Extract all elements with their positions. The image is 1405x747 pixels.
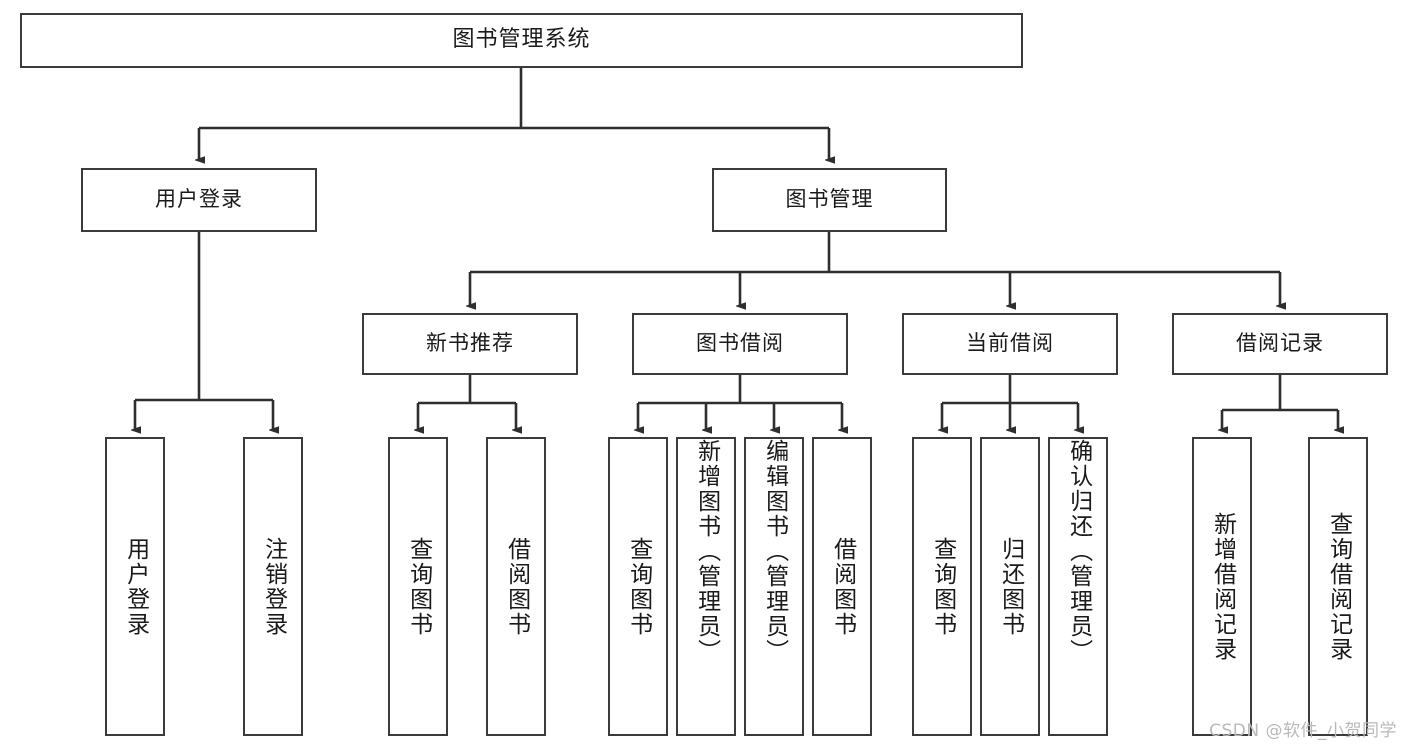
node-label: 查询图书 <box>929 536 956 637</box>
node-label: 新增借阅记录 <box>1209 511 1236 662</box>
node-label: 图书借阅 <box>696 331 784 356</box>
node-label: 编辑图书（管理员） <box>761 439 788 664</box>
node-label: 借阅记录 <box>1236 331 1324 356</box>
leaf-borrow-record-query-record[interactable]: 查询借阅记录 <box>1308 437 1368 736</box>
leaf-current-borrow-confirm-return-admin[interactable]: 确认归还（管理员） <box>1048 437 1108 736</box>
leaf-new-book-query-book[interactable]: 查询图书 <box>388 437 448 736</box>
node-label: 图书管理系统 <box>452 27 591 53</box>
node-user-login[interactable]: 用户登录 <box>81 168 317 232</box>
node-book-borrow[interactable]: 图书借阅 <box>632 313 848 375</box>
node-label: 查询借阅记录 <box>1325 511 1352 662</box>
leaf-new-book-borrow-book[interactable]: 借阅图书 <box>486 437 546 736</box>
node-book-management[interactable]: 图书管理 <box>712 168 947 232</box>
leaf-book-borrow-add-book-admin[interactable]: 新增图书（管理员） <box>676 437 736 736</box>
leaf-user-login-login[interactable]: 用户登录 <box>105 437 165 736</box>
node-label: 用户登录 <box>155 187 243 212</box>
leaf-book-borrow-borrow-book[interactable]: 借阅图书 <box>812 437 872 736</box>
leaf-current-borrow-query-book[interactable]: 查询图书 <box>912 437 972 736</box>
node-label: 图书管理 <box>785 187 874 212</box>
node-label: 新增图书（管理员） <box>693 439 720 664</box>
node-current-borrow[interactable]: 当前借阅 <box>902 313 1118 375</box>
leaf-book-borrow-edit-book-admin[interactable]: 编辑图书（管理员） <box>744 437 804 736</box>
node-label: 当前借阅 <box>966 331 1054 356</box>
node-label: 借阅图书 <box>503 536 530 637</box>
node-new-book-recommend[interactable]: 新书推荐 <box>362 313 578 375</box>
watermark-text: CSDN @软件_小贺同学 <box>1209 721 1397 741</box>
node-label: 查询图书 <box>625 536 652 637</box>
leaf-current-borrow-return-book[interactable]: 归还图书 <box>980 437 1040 736</box>
leaf-user-login-logout[interactable]: 注销登录 <box>243 437 303 736</box>
node-label: 借阅图书 <box>829 536 856 637</box>
node-label: 确认归还（管理员） <box>1065 439 1092 664</box>
node-label: 查询图书 <box>405 536 432 637</box>
node-label: 注销登录 <box>260 536 287 637</box>
node-borrow-record[interactable]: 借阅记录 <box>1172 313 1388 375</box>
node-label: 新书推荐 <box>426 331 514 356</box>
node-label: 用户登录 <box>122 536 149 637</box>
node-label: 归还图书 <box>997 536 1024 637</box>
leaf-book-borrow-query-book[interactable]: 查询图书 <box>608 437 668 736</box>
leaf-borrow-record-add-record[interactable]: 新增借阅记录 <box>1192 437 1252 736</box>
node-root-book-management-system[interactable]: 图书管理系统 <box>20 13 1023 68</box>
